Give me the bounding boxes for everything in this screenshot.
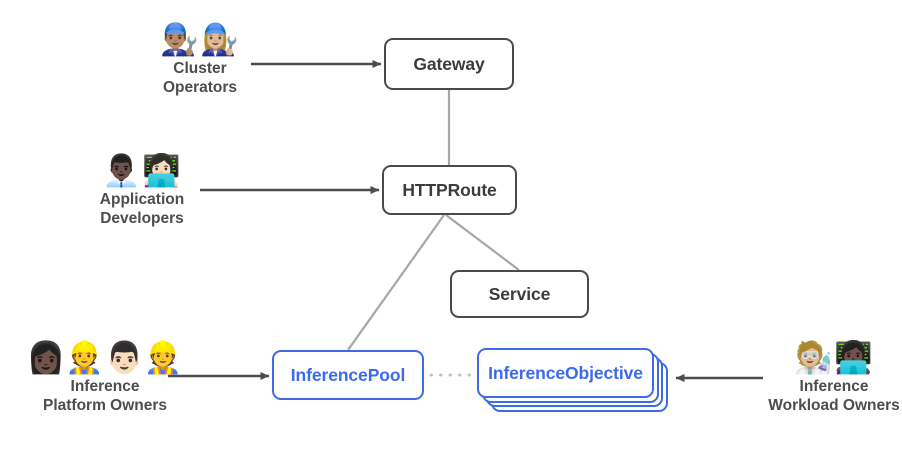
actor-cluster-operators-label: Cluster Operators	[163, 59, 237, 99]
actor-application-developers-label: Application Developers	[100, 190, 184, 230]
actor-application-developers: 👨🏿‍💼👩🏻‍💻 Application Developers	[86, 153, 198, 230]
caption-line-2: Operators	[162, 79, 238, 97]
caption-line-1: Application	[99, 190, 185, 208]
caption-line-2: Developers	[100, 210, 184, 228]
caption-line-2: Platform Owners	[42, 397, 168, 415]
node-httproute[interactable]: HTTPRoute	[382, 165, 517, 215]
actor-cluster-operators: 👨🏽‍🔧👩🏼‍🔧 Cluster Operators	[152, 22, 248, 99]
actor-inference-platform-owners-label: Inference Platform Owners	[43, 377, 167, 417]
caption-line-1: Inference	[799, 377, 869, 395]
inference-workload-owners-icon: 🧑🏼‍🔬👩🏿‍💻	[794, 340, 874, 375]
node-service[interactable]: Service	[450, 270, 589, 318]
caption-line-1: Cluster	[173, 59, 227, 77]
actor-inference-workload-owners-label: Inference Workload Owners	[768, 377, 900, 417]
edge-httproute-to-service	[445, 214, 520, 271]
application-developers-icon: 👨🏿‍💼👩🏻‍💻	[102, 153, 182, 188]
node-inferenceobjective-stack[interactable]: InferenceObjective	[477, 348, 668, 412]
actor-inference-platform-owners: 👩🏿‍👷👨🏻‍👷 Inference Platform Owners	[27, 341, 182, 417]
cluster-operators-icon: 👨🏽‍🔧👩🏼‍🔧	[160, 22, 240, 57]
node-inferenceobjective[interactable]: InferenceObjective	[477, 348, 654, 398]
node-inferenceobjective-label: InferenceObjective	[488, 362, 643, 383]
caption-line-1: Inference	[70, 377, 140, 395]
node-service-label: Service	[488, 283, 551, 304]
inference-platform-owners-icon: 👩🏿‍👷👨🏻‍👷	[26, 340, 184, 375]
node-httproute-label: HTTPRoute	[402, 179, 497, 200]
actor-inference-workload-owners: 🧑🏼‍🔬👩🏿‍💻 Inference Workload Owners	[768, 340, 900, 417]
node-gateway-label: Gateway	[413, 53, 485, 74]
node-gateway[interactable]: Gateway	[384, 38, 514, 90]
edge-httproute-to-inferencepool	[347, 214, 445, 351]
caption-line-2: Workload Owners	[768, 397, 900, 415]
node-inferencepool[interactable]: InferencePool	[272, 350, 424, 400]
node-inferencepool-label: InferencePool	[290, 364, 406, 385]
